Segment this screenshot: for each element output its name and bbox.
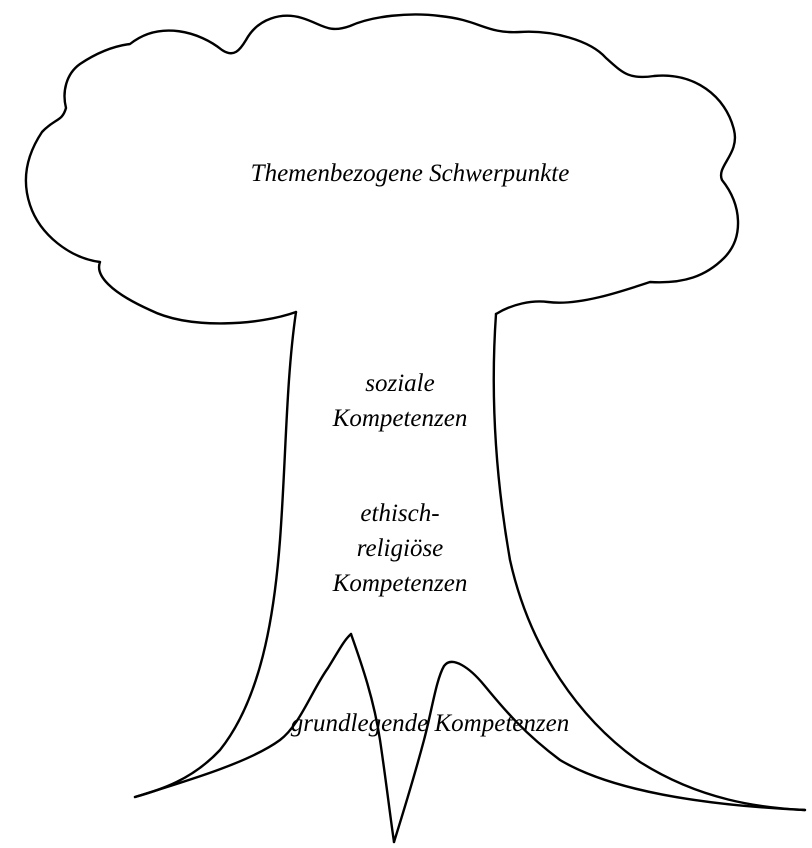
basic-competencies-text: grundlegende Kompetenzen: [200, 706, 660, 741]
crown-label: Themenbezogene Schwerpunkte: [130, 156, 690, 191]
tree-root-center-right: [394, 662, 805, 842]
crown-label-text: Themenbezogene Schwerpunkte: [130, 156, 690, 191]
social-competencies-line2: Kompetenzen: [250, 401, 550, 436]
ethical-religious-competencies-label: ethisch- religiöse Kompetenzen: [250, 496, 550, 601]
ethical-line3: Kompetenzen: [250, 566, 550, 601]
social-competencies-label: soziale Kompetenzen: [250, 366, 550, 436]
ethical-line1: ethisch-: [250, 496, 550, 531]
social-competencies-line1: soziale: [250, 366, 550, 401]
ethical-line2: religiöse: [250, 531, 550, 566]
basic-competencies-label: grundlegende Kompetenzen: [200, 706, 660, 741]
